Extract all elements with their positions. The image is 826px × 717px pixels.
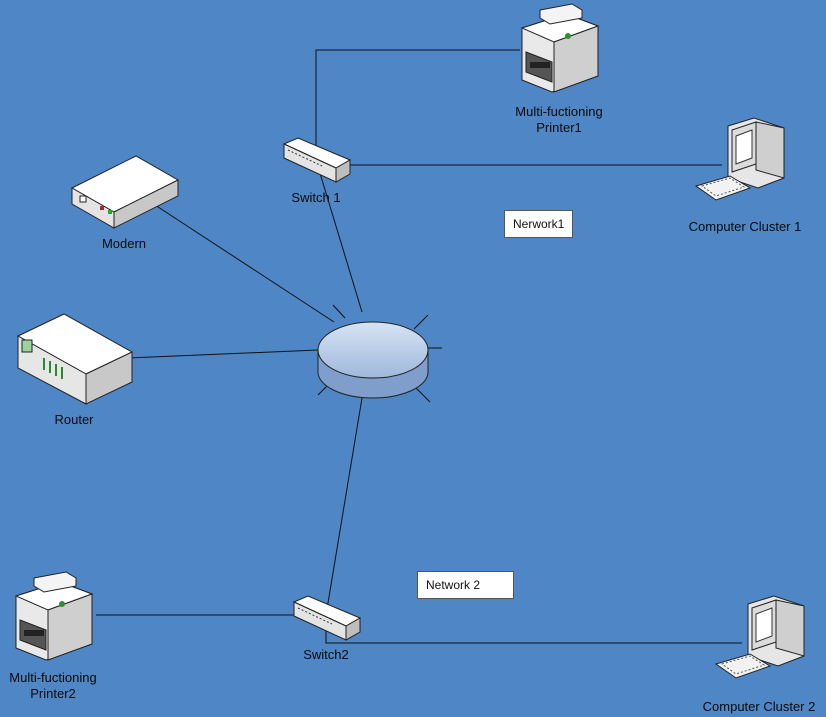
printer1-label-line2: Printer1 xyxy=(536,120,582,135)
line-switch2-computer2 xyxy=(325,615,742,644)
printer2-label-line2: Printer2 xyxy=(30,686,76,701)
printer1-label-line1: Multi-fuctioning xyxy=(515,104,603,119)
printer2-label: Multi-fuctioning Printer2 xyxy=(0,670,106,702)
router-label: Router xyxy=(54,412,94,427)
switch1-icon[interactable] xyxy=(282,137,352,183)
network1-label-box: Nerwork1 xyxy=(504,210,574,238)
modem-icon[interactable] xyxy=(70,155,180,229)
printer1-label: Multi-fuctioning Printer1 xyxy=(490,104,628,136)
line-modem-hub xyxy=(154,204,335,323)
line-switch1-printer1 xyxy=(315,49,520,173)
switch2-label: Switch2 xyxy=(303,647,349,662)
switch2-icon[interactable] xyxy=(292,595,362,641)
line-router-hub xyxy=(127,349,319,359)
switch1-label: Switch 1 xyxy=(291,190,341,205)
line-hub-switch2 xyxy=(325,397,363,616)
printer2-icon[interactable] xyxy=(14,571,94,661)
printer2-label-line1: Multi-fuctioning xyxy=(9,670,97,685)
computer1-label: Computer Cluster 1 xyxy=(688,219,802,234)
printer1-icon[interactable] xyxy=(520,3,600,93)
modem-label: Modern xyxy=(101,236,147,251)
network2-label-box: Network 2 xyxy=(417,571,514,599)
line-switch1-hub xyxy=(315,159,363,313)
router-icon[interactable] xyxy=(16,313,134,405)
hub-icon[interactable] xyxy=(317,321,429,399)
computer1-icon[interactable] xyxy=(694,117,785,201)
computer2-icon[interactable] xyxy=(714,595,805,679)
computer2-label: Computer Cluster 2 xyxy=(702,699,816,714)
